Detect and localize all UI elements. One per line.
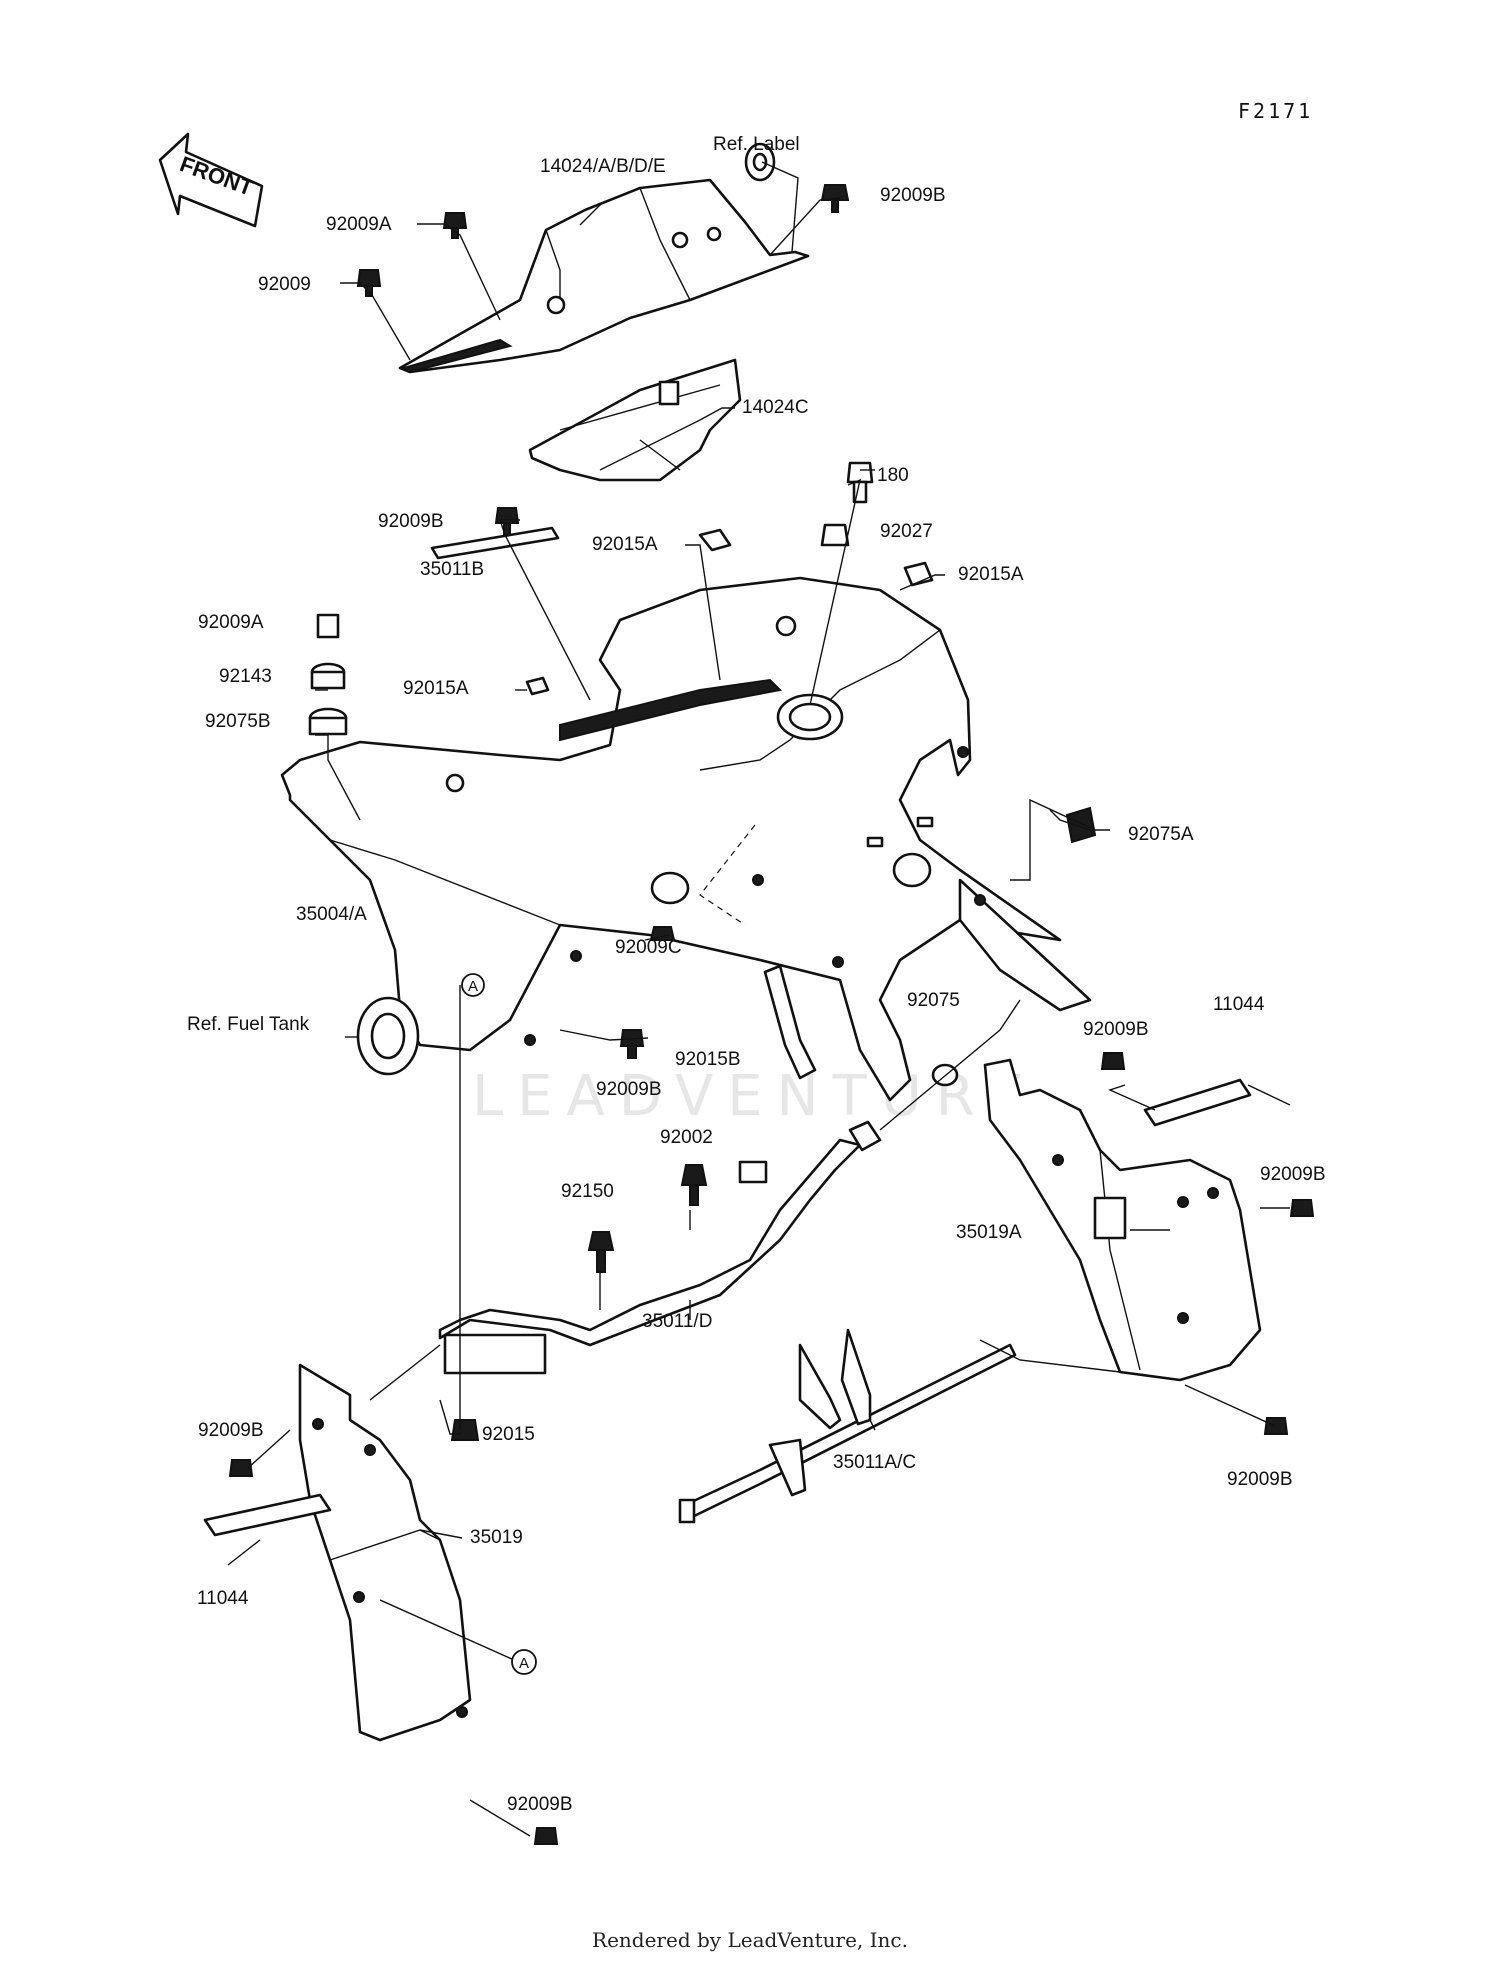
part-label: Ref. Label — [713, 134, 800, 155]
part-label: 92075 — [907, 990, 960, 1011]
part-label: 92009B — [1260, 1164, 1326, 1185]
part-label: 92015A — [403, 678, 469, 699]
part-label: 92015B — [675, 1049, 741, 1070]
part-label: 180 — [877, 465, 909, 486]
part-label: 92009B — [1227, 1469, 1293, 1490]
part-label: 11044 — [197, 1588, 249, 1609]
part-label: 14024/A/B/D/E — [540, 156, 666, 177]
part-label: 92015 — [482, 1424, 535, 1445]
part-label: 92143 — [219, 666, 272, 687]
left-mudflap-drawing — [298, 1363, 472, 1742]
part-label: 92009A — [198, 612, 264, 633]
part-label: Ref. Fuel Tank — [187, 1014, 310, 1035]
part-label: 35011A/C — [833, 1452, 916, 1473]
part-label: 35004/A — [296, 904, 367, 925]
top-cover-drawing — [398, 178, 810, 374]
hardware — [203, 142, 1315, 1845]
part-labels: 14024/A/B/D/E Ref. Label 92009B 92009A 9… — [187, 134, 1326, 1815]
part-label: 92009B — [1083, 1019, 1149, 1040]
part-label: 92027 — [880, 521, 933, 542]
part-label: 92009B — [378, 511, 444, 532]
figure-id: F2171 — [1238, 99, 1313, 123]
footer-credit: Rendered by LeadVenture, Inc. — [592, 1928, 908, 1952]
part-label: 92009 — [258, 274, 311, 295]
reference-marker-a-bottom-text: A — [519, 1655, 529, 1672]
rear-fender-drawing — [280, 576, 1092, 1102]
reference-marker-a-top-text: A — [468, 978, 478, 995]
reference-marker-a-top: A — [461, 973, 485, 997]
part-label: 92150 — [561, 1181, 614, 1202]
part-label: 92009B — [507, 1794, 573, 1815]
part-label: 92009C — [615, 937, 682, 958]
part-label: 92009B — [198, 1420, 264, 1441]
part-label: 35011/D — [642, 1311, 712, 1332]
inner-cover-14024c-drawing — [528, 358, 742, 482]
part-label: 92075A — [1128, 824, 1194, 845]
part-label: 92009A — [326, 214, 392, 235]
right-mudflap-drawing — [983, 1058, 1262, 1382]
front-arrow-icon: FRONT — [158, 132, 264, 228]
part-label: 35019 — [470, 1527, 523, 1548]
part-label: 92002 — [660, 1127, 713, 1148]
part-label: 14024C — [742, 397, 809, 418]
part-label: 35019A — [956, 1222, 1022, 1243]
part-label: 92015A — [592, 534, 658, 555]
part-label: 92009B — [596, 1079, 662, 1100]
reference-marker-a-bottom: A — [511, 1649, 537, 1675]
leader-lines — [227, 161, 1291, 1837]
part-label: 92009B — [880, 185, 946, 206]
part-label: 35011B — [420, 559, 484, 580]
part-label: 92075B — [205, 711, 271, 732]
bracket-35011d-drawing — [438, 1120, 882, 1375]
part-label: 11044 — [1213, 994, 1265, 1015]
part-label: 92015A — [958, 564, 1024, 585]
bracket-35011ac-drawing — [678, 1328, 1017, 1524]
